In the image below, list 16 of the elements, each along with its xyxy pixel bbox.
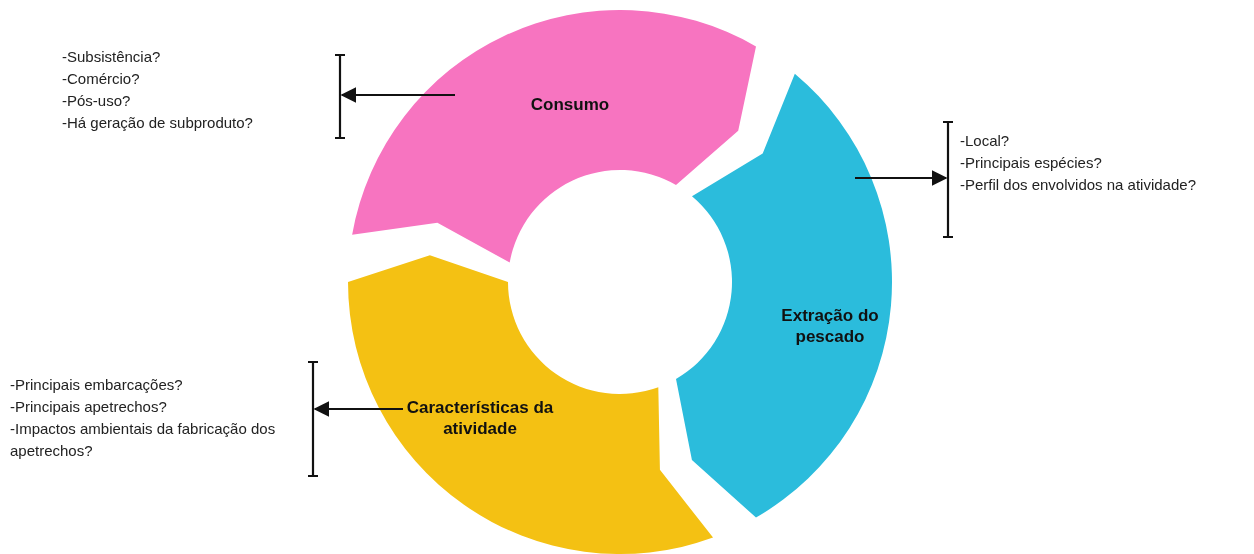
arrow — [854, 170, 948, 186]
question-text: -Perfil dos envolvidos na atividade? — [960, 175, 1197, 195]
segment-title: Consumo — [529, 94, 611, 115]
question-text: -Há geração de subproduto? — [62, 113, 254, 133]
question-text: -Impactos ambientais da fabricação dos apetrechos? — [10, 419, 277, 461]
arrow — [340, 87, 456, 103]
question-text: -Principais embarcações? — [10, 375, 184, 395]
question-text: -Local? — [960, 131, 1011, 151]
arrow — [313, 401, 404, 417]
question-text: -Subsistência? — [62, 47, 162, 67]
question-text: -Principais espécies? — [960, 153, 1103, 173]
question-text: -Comércio? — [62, 69, 141, 89]
question-text: -Principais apetrechos? — [10, 397, 168, 417]
segment-title: Características da atividade — [405, 397, 555, 439]
question-text: -Pós-uso? — [62, 91, 132, 111]
segment-title: Extração do pescado — [780, 305, 880, 347]
